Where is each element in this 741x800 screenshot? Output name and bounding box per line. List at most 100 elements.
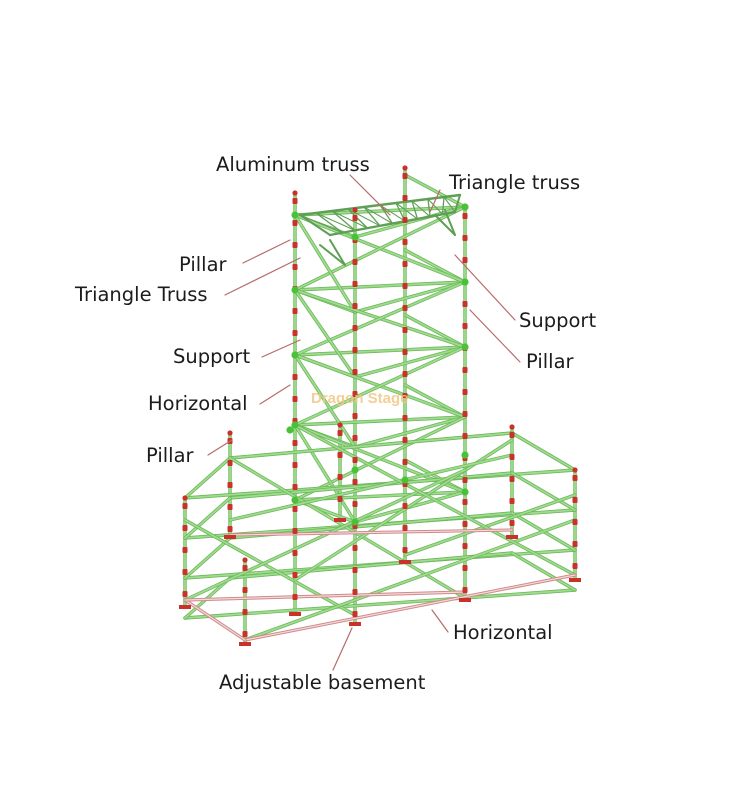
- label-pillar-upper-left: Pillar: [179, 253, 227, 276]
- tower-horizontal-front-1-highlight: [294, 281, 466, 291]
- green-joint-10: [291, 496, 299, 504]
- coupler-37: [352, 215, 358, 221]
- green-joint-13: [401, 476, 409, 484]
- truss-web-diagonal-6: [395, 202, 419, 220]
- coupler-13: [292, 484, 298, 490]
- tower-brace-front-b-3-highlight: [294, 416, 466, 501]
- coupler-56: [402, 173, 408, 179]
- wing-brace-3-highlight: [404, 494, 576, 556]
- coupler-60: [402, 261, 408, 267]
- coupler-85: [509, 476, 515, 482]
- green-joint-14: [286, 426, 294, 434]
- coupler-6: [292, 330, 298, 336]
- coupler-94: [572, 497, 578, 503]
- coupler-92: [182, 591, 188, 597]
- base-plate-4: [334, 518, 346, 522]
- truss-web-vertical-7: [411, 200, 419, 220]
- leader-pillar-upper-left: [242, 239, 291, 264]
- scaffold-joints: [179, 165, 581, 646]
- label-aluminum-truss: Aluminum truss: [216, 153, 370, 176]
- truss-web-vertical-8: [427, 198, 431, 218]
- wing-horizontal-left-1-highlight: [184, 497, 231, 539]
- label-pillar-right: Pillar: [526, 350, 574, 373]
- callout-leader-lines: [207, 174, 521, 671]
- truss-web-diagonal-1: [315, 212, 356, 231]
- pillar-cap-8: [572, 467, 578, 473]
- coupler-47: [352, 435, 358, 441]
- watermark: Dragon Stage: [311, 390, 409, 407]
- tower-brace-front-b-0-highlight: [294, 206, 466, 291]
- coupler-26: [462, 367, 468, 373]
- coupler-24: [462, 323, 468, 329]
- coupler-20: [462, 235, 468, 241]
- base-plate-3: [399, 560, 411, 564]
- coupler-88: [182, 503, 188, 509]
- truss-web-diagonal-0: [299, 214, 344, 234]
- coupler-49: [352, 479, 358, 485]
- green-joint-3: [291, 286, 299, 294]
- coupler-53: [352, 567, 358, 573]
- tower-horizontal-side-right-3-highlight: [354, 416, 466, 448]
- coupler-68: [402, 437, 408, 443]
- coupler-32: [462, 499, 468, 505]
- coupler-42: [352, 325, 358, 331]
- label-support-right: Support: [519, 309, 597, 332]
- leader-horizontal-left: [259, 384, 291, 405]
- triangle-truss-right-b: [444, 209, 456, 236]
- pillar-cap-3: [402, 165, 408, 171]
- base-horizontal-back-highlight: [229, 529, 513, 536]
- truss-web-diagonal-4: [363, 206, 394, 225]
- coupler-64: [402, 349, 408, 355]
- truss-web-diagonal-5: [379, 204, 406, 222]
- coupler-8: [292, 374, 298, 380]
- coupler-89: [182, 525, 188, 531]
- coupler-54: [352, 589, 358, 595]
- tower-brace-side-2-highlight: [294, 354, 356, 448]
- coupler-52: [352, 545, 358, 551]
- coupler-95: [572, 519, 578, 525]
- coupler-28: [462, 411, 468, 417]
- triangle-truss-right-a: [434, 214, 456, 236]
- coupler-100: [242, 609, 248, 615]
- coupler-45: [352, 391, 358, 397]
- wing-brace-7-highlight: [229, 454, 513, 521]
- truss-web-diagonal-9: [443, 196, 456, 213]
- coupler-43: [352, 347, 358, 353]
- coupler-0: [292, 198, 298, 204]
- leader-pillar-lower-left: [207, 439, 233, 456]
- coupler-83: [509, 432, 515, 438]
- pillar-cap-9: [242, 557, 248, 563]
- wing-brace-1-highlight: [184, 519, 356, 616]
- pillar-cap-2: [352, 207, 358, 213]
- base-plate-9: [239, 642, 251, 646]
- coupler-97: [572, 563, 578, 569]
- tower-horizontal-side-right-1-highlight: [354, 281, 466, 313]
- base-plate-8: [569, 578, 581, 582]
- tower-brace-side-1-highlight: [294, 289, 356, 378]
- wing-horizontal-left-2-highlight: [184, 537, 231, 579]
- coupler-44: [352, 369, 358, 375]
- coupler-27: [462, 389, 468, 395]
- coupler-39: [352, 259, 358, 265]
- truss-web-vertical-5: [379, 204, 394, 225]
- green-joint-6: [461, 343, 469, 351]
- coupler-29: [462, 433, 468, 439]
- tower-horizontal-back-2-highlight: [404, 314, 466, 348]
- truss-web-vertical-2: [331, 210, 356, 232]
- tower-horizontal-back-0-highlight: [404, 174, 466, 208]
- coupler-50: [352, 501, 358, 507]
- coupler-86: [509, 498, 515, 504]
- leader-pillar-right: [469, 309, 521, 363]
- truss-web-diagonal-8: [427, 198, 444, 215]
- coupler-16: [292, 550, 298, 556]
- pillar-cap-4: [337, 422, 343, 428]
- green-joint-11: [351, 518, 359, 526]
- coupler-75: [337, 452, 343, 458]
- coupler-69: [402, 459, 408, 465]
- coupler-71: [402, 503, 408, 509]
- pillar-cap-0: [292, 190, 298, 196]
- coupler-14: [292, 506, 298, 512]
- coupler-55: [352, 611, 358, 617]
- base-plate-1: [459, 598, 471, 602]
